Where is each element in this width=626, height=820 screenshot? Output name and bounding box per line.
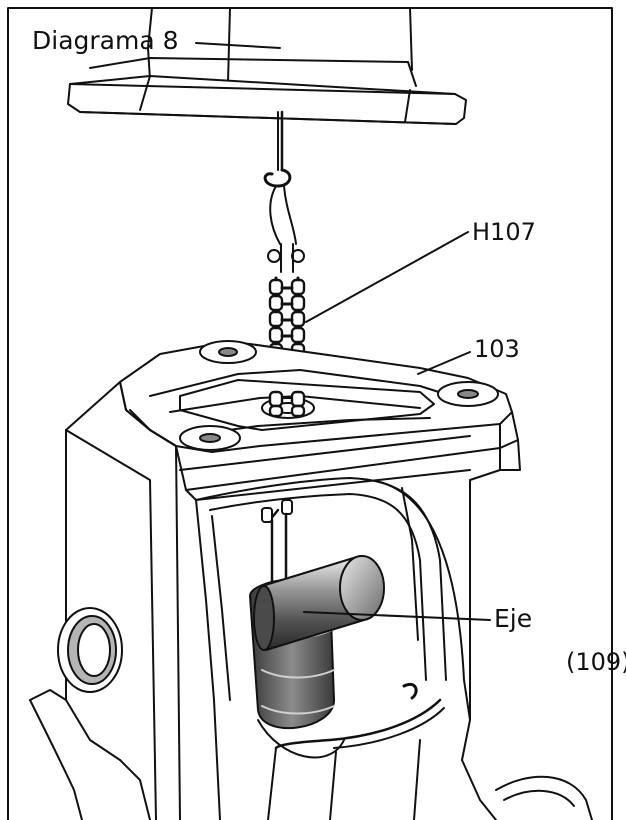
left-bushing xyxy=(57,607,123,693)
frame-body xyxy=(29,381,593,820)
diagram-title: Diagrama 8 xyxy=(32,26,179,55)
hanger-hook xyxy=(263,110,305,273)
chain-lower xyxy=(268,390,306,418)
callout-reference: (109) xyxy=(566,648,626,676)
callout-chain: H107 xyxy=(472,218,536,246)
shaft-cylinder-icon xyxy=(253,555,385,651)
ceiling-beam xyxy=(67,7,467,125)
leader-lines xyxy=(195,42,491,621)
callout-shaft: Eje xyxy=(494,604,533,633)
lower-hook xyxy=(267,683,445,820)
frame-top-plate xyxy=(119,340,513,453)
callout-frame: 103 xyxy=(474,335,520,363)
